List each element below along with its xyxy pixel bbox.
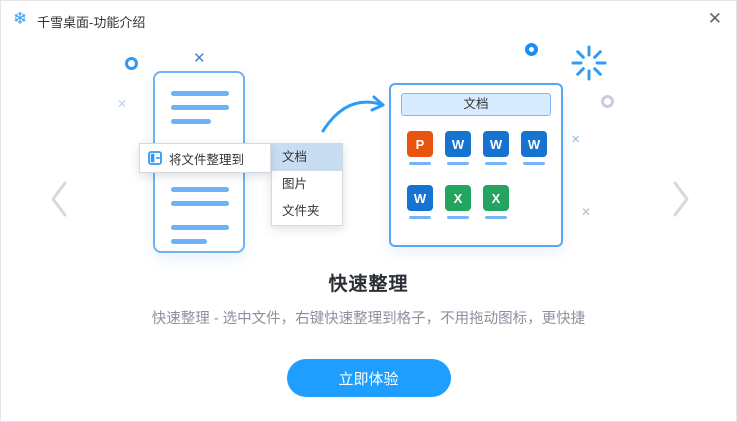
word-file-icon: W — [407, 185, 433, 211]
file-item: X — [445, 185, 471, 219]
file-label-line — [447, 162, 469, 165]
word-file-icon: W — [483, 131, 509, 157]
decor-circle-gray-icon — [601, 95, 614, 108]
doc-line — [171, 187, 229, 192]
carousel-next-button[interactable] — [669, 179, 693, 219]
file-label-line — [409, 162, 431, 165]
decor-cross-icon: ✕ — [117, 97, 128, 111]
titlebar: ❄ 千雪桌面-功能介绍 ✕ — [1, 1, 736, 37]
file-item: W — [445, 131, 471, 165]
file-label-line — [485, 216, 507, 219]
decor-circle-icon — [125, 57, 138, 70]
file-label-line — [523, 162, 545, 165]
app-logo-icon: ❄ — [13, 9, 28, 28]
file-label-line — [447, 216, 469, 219]
doc-line — [171, 119, 211, 124]
organize-grid-icon — [148, 151, 162, 165]
feature-description: 快速整理 - 选中文件，右键快速整理到格子，不用拖动图标，更快捷 — [151, 311, 586, 327]
excel-file-icon: X — [483, 185, 509, 211]
decor-sparkle-icon — [571, 45, 607, 86]
decor-cross-icon: ✕ — [581, 205, 592, 219]
powerpoint-file-icon: P — [407, 131, 433, 157]
file-item: X — [483, 185, 509, 219]
chevron-left-icon — [51, 181, 67, 217]
carousel-prev-button[interactable] — [47, 179, 71, 219]
submenu-item-folders: 文件夹 — [282, 204, 320, 218]
decor-cross-icon: ✕ — [571, 134, 581, 146]
folder-panel-illustration: 文档 P W W W W X X — [389, 83, 563, 247]
context-menu-label: 将文件整理到 — [169, 152, 245, 167]
file-item: W — [521, 131, 547, 165]
file-label-line — [409, 216, 431, 219]
word-file-icon: W — [445, 131, 471, 157]
decor-cross-icon: ✕ — [193, 50, 206, 67]
doc-line — [171, 225, 229, 230]
excel-file-icon: X — [445, 185, 471, 211]
close-icon[interactable]: ✕ — [707, 9, 722, 28]
file-item: W — [407, 185, 433, 219]
doc-line — [171, 91, 229, 96]
doc-line — [171, 201, 229, 206]
file-label-line — [485, 162, 507, 165]
context-submenu-illustration: 文档 图片 文件夹 — [271, 143, 343, 226]
chevron-right-icon — [673, 181, 689, 217]
file-item: W — [483, 131, 509, 165]
curved-arrow-icon — [319, 89, 391, 142]
folder-panel-title: 文档 — [401, 93, 551, 116]
feature-title: 快速整理 — [328, 274, 409, 295]
submenu-item-documents: 文档 — [272, 144, 342, 171]
try-now-button[interactable]: 立即体验 — [286, 359, 451, 397]
window-title: 千雪桌面-功能介绍 — [37, 15, 146, 30]
doc-line — [171, 239, 207, 244]
context-menu-illustration: 将文件整理到 — [139, 143, 271, 173]
doc-line — [171, 105, 229, 110]
file-item: P — [407, 131, 433, 165]
decor-dot-icon — [525, 43, 538, 56]
submenu-item-pictures: 图片 — [282, 177, 308, 191]
word-file-icon: W — [521, 131, 547, 157]
